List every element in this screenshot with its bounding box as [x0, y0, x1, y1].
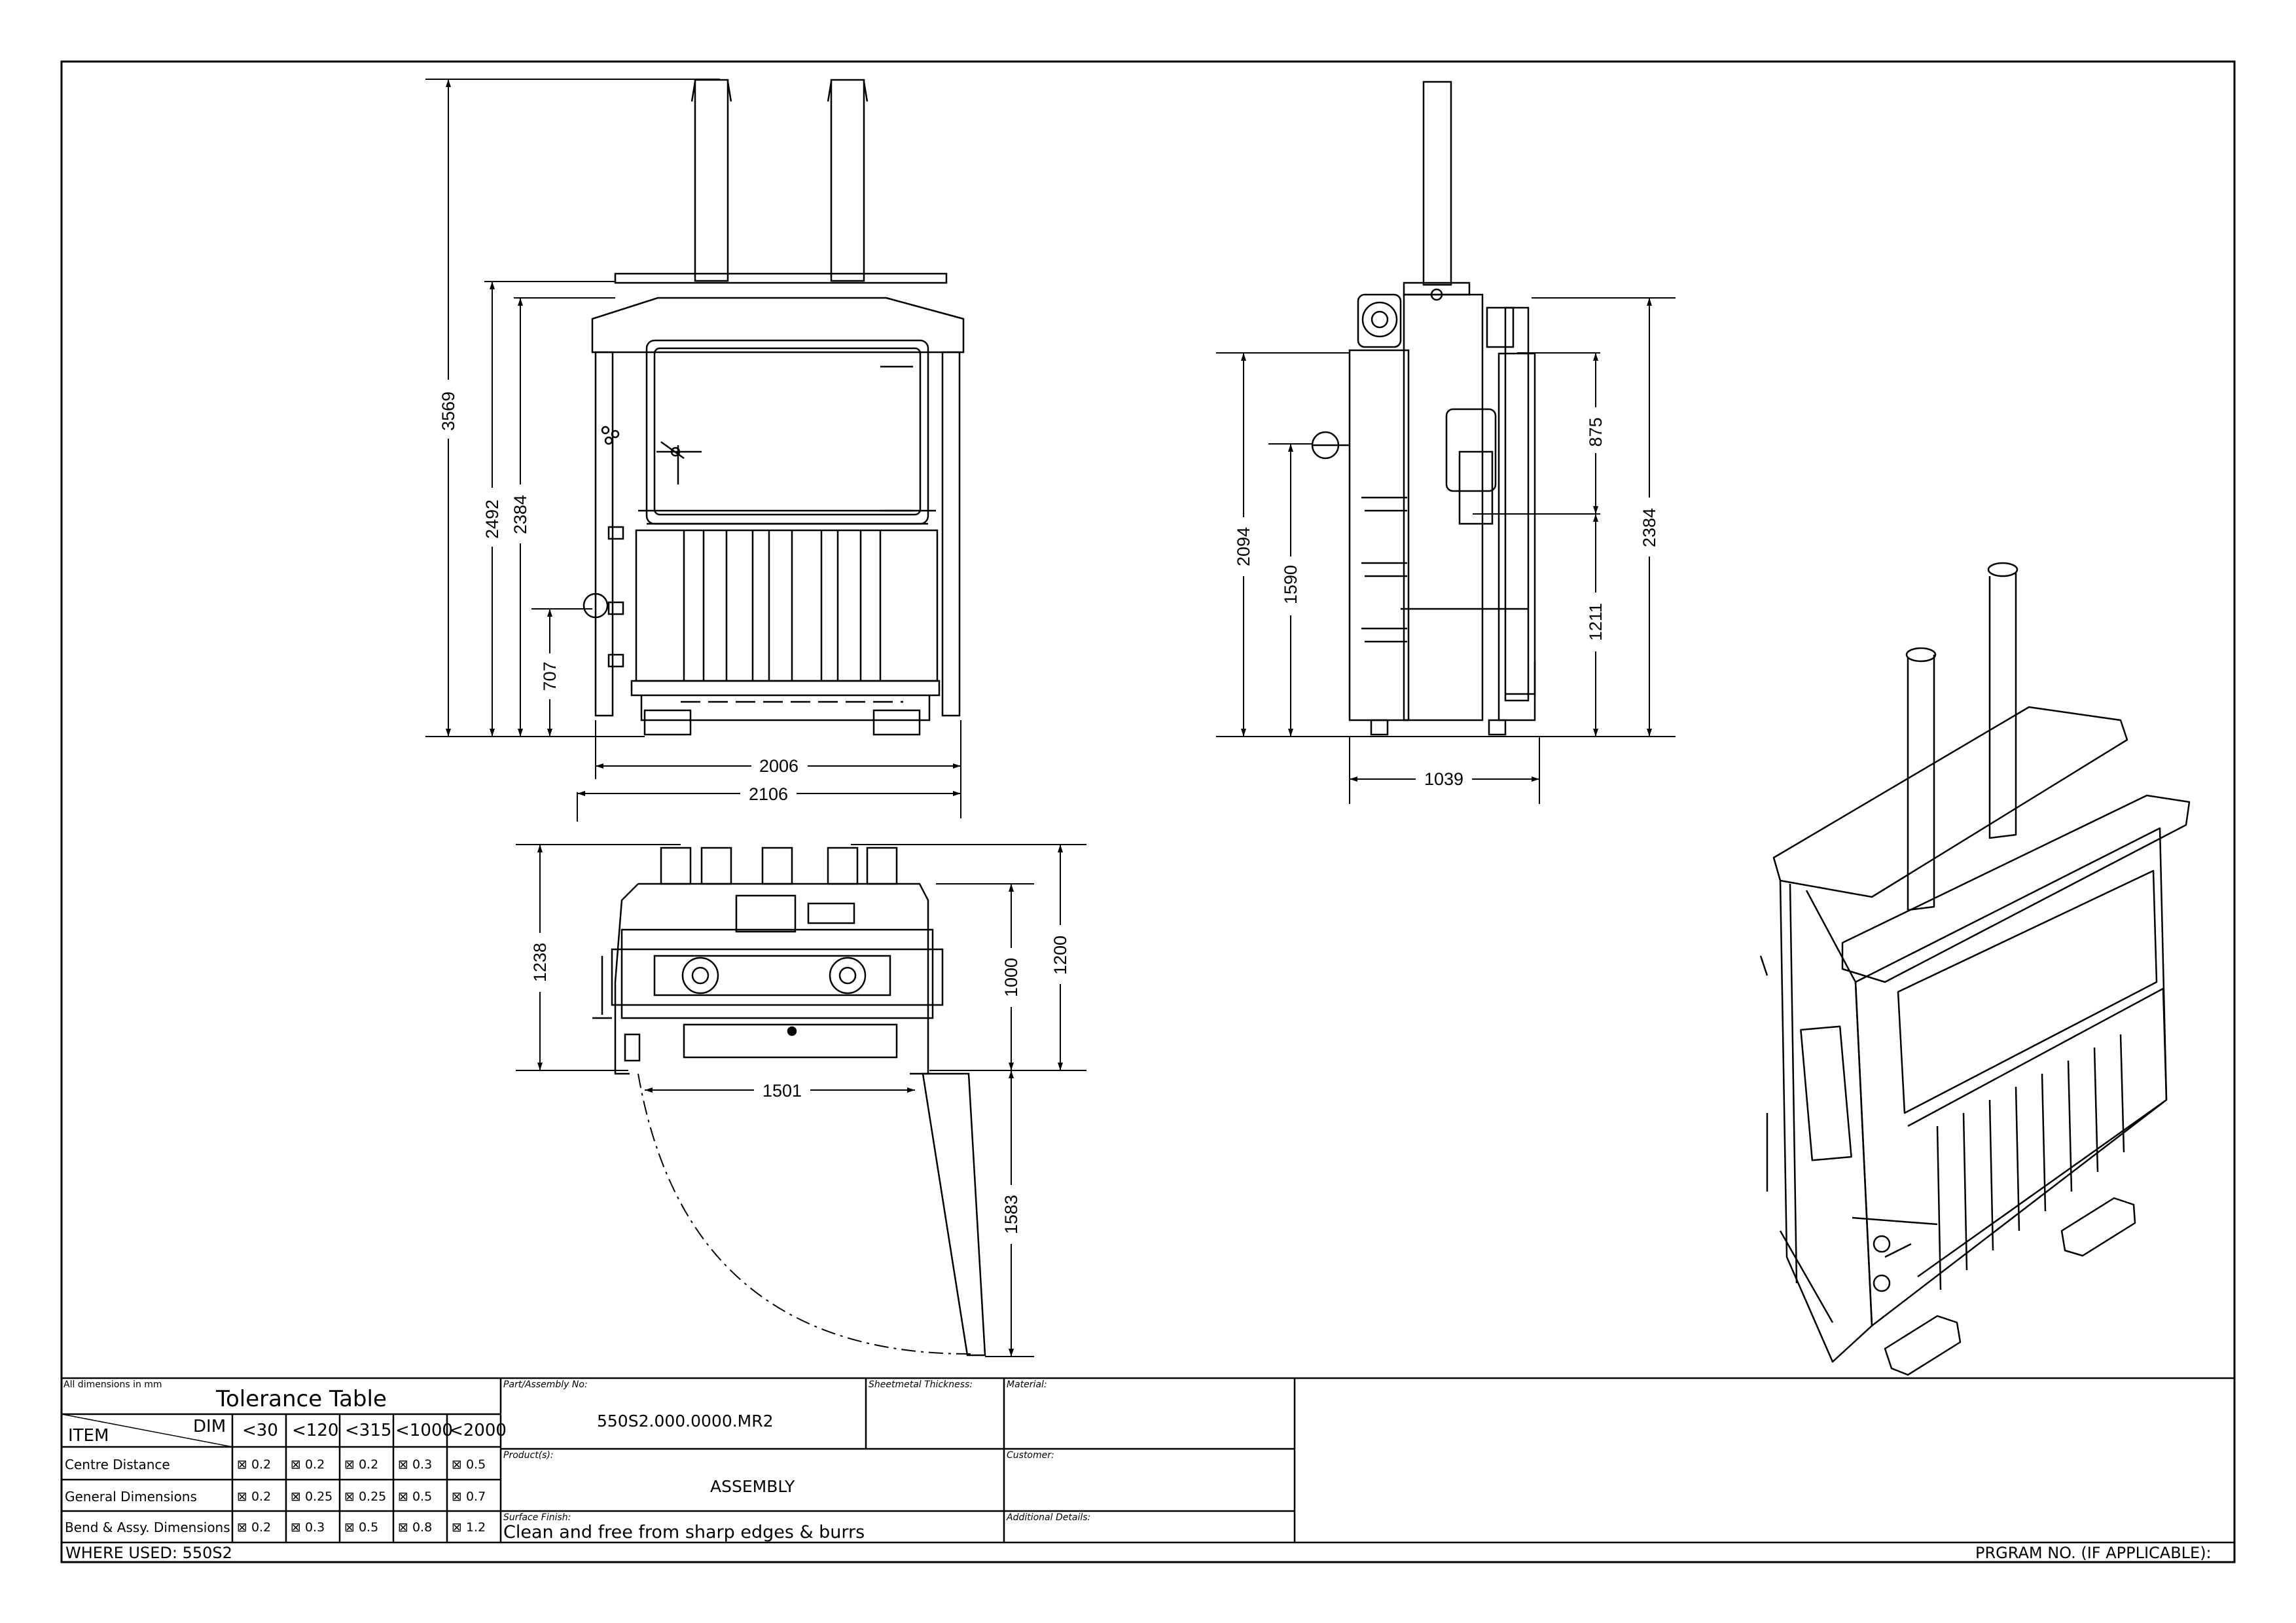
front-view: [583, 79, 965, 736]
front-dim-2106: 2106: [749, 784, 788, 804]
side-dim-875: 875: [1586, 417, 1605, 447]
front-dim-707: 707: [540, 661, 560, 691]
side-dim-1211: 1211: [1586, 603, 1605, 641]
side-dim-2094: 2094: [1234, 527, 1253, 566]
front-dim-3569: 3569: [439, 392, 458, 431]
side-dim-1590: 1590: [1281, 565, 1300, 604]
door-swing-arc: [637, 1073, 973, 1355]
isometric-view: [1759, 562, 2191, 1376]
front-dim-2492: 2492: [482, 500, 502, 539]
top-dim-1501: 1501: [762, 1081, 802, 1101]
top-view: [592, 847, 986, 1357]
side-view: [1311, 81, 1536, 736]
front-dim-2384: 2384: [511, 495, 530, 534]
top-dim-1238: 1238: [530, 943, 550, 982]
top-dim-1583: 1583: [1001, 1195, 1021, 1234]
top-dim-1000: 1000: [1001, 958, 1021, 997]
front-dim-2006: 2006: [759, 756, 798, 776]
sheet-border: [60, 60, 2236, 1563]
top-dim-1200: 1200: [1050, 936, 1070, 975]
side-dim-2384: 2384: [1640, 508, 1659, 547]
side-dimensions: [1216, 297, 1676, 804]
side-dim-1039: 1039: [1424, 769, 1463, 789]
title-block-grid: [61, 1377, 2234, 1544]
top-dimensions: [516, 844, 1086, 1357]
